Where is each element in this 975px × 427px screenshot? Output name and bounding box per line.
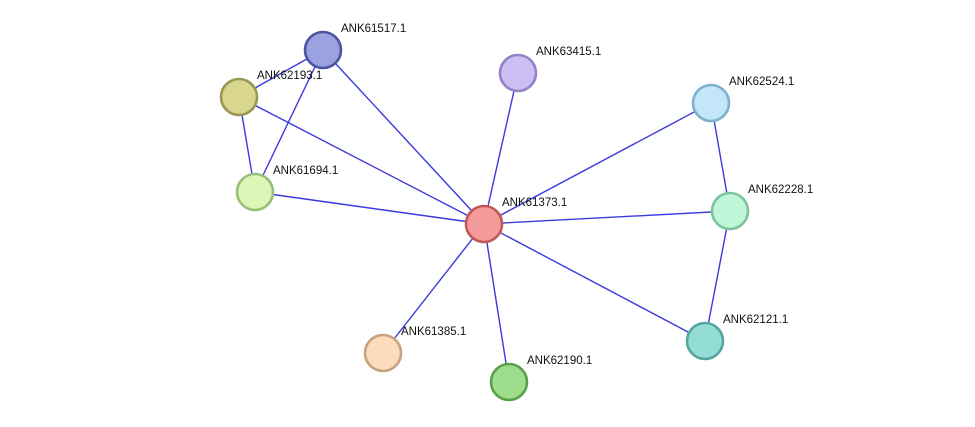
edge-ank61373-1-ank62228-1 (483, 210, 731, 225)
edge-ank62228-1-ank62121-1 (704, 210, 731, 342)
edge-ank61373-1-ank62524-1 (483, 102, 712, 225)
edge-ank61373-1-ank61694-1 (254, 191, 485, 225)
node-label-ank61385-1: ANK61385.1 (401, 326, 466, 338)
node-ank62121-1[interactable]: ANK62121.1 (685, 314, 788, 361)
node-label-ank63415-1: ANK63415.1 (536, 46, 601, 58)
node-circle-ank61694-1[interactable] (235, 172, 275, 212)
node-circle-ank61517-1[interactable] (303, 30, 343, 70)
node-ank61694-1[interactable]: ANK61694.1 (235, 165, 338, 212)
edge-ank61373-1-ank61385-1 (382, 223, 485, 354)
node-ank61385-1[interactable]: ANK61385.1 (363, 326, 466, 373)
node-label-ank62193-1: ANK62193.1 (257, 70, 322, 82)
node-ank62193-1[interactable]: ANK62193.1 (219, 70, 322, 117)
edge-ank61517-1-ank61694-1 (254, 49, 324, 193)
node-label-ank62524-1: ANK62524.1 (729, 76, 794, 88)
node-label-ank62228-1: ANK62228.1 (748, 184, 813, 196)
node-label-ank62190-1: ANK62190.1 (527, 355, 592, 367)
node-circle-ank62121-1[interactable] (685, 321, 725, 361)
node-label-ank61517-1: ANK61517.1 (341, 23, 406, 35)
edge-ank61373-1-ank62190-1 (483, 223, 510, 383)
node-ank61517-1[interactable]: ANK61517.1 (303, 23, 406, 70)
node-ank61373-1[interactable]: ANK61373.1 (464, 197, 567, 244)
node-ank62524-1[interactable]: ANK62524.1 (691, 76, 794, 123)
node-circle-ank62524-1[interactable] (691, 83, 731, 123)
edge-ank61373-1-ank62121-1 (483, 223, 706, 342)
node-layer: ANK61373.1 ANK61517.1ANK62193.1ANK61694.1… (219, 23, 813, 402)
edge-ank61373-1-ank62193-1 (238, 96, 485, 225)
node-circle-ank63415-1[interactable] (498, 53, 538, 93)
node-circle-ank62190-1[interactable] (489, 362, 529, 402)
node-ank62228-1[interactable]: ANK62228.1 (710, 184, 813, 231)
edge-ank61373-1-ank61517-1 (322, 49, 485, 225)
edge-ank61373-1-ank63415-1 (483, 72, 519, 225)
node-circle-ank62228-1[interactable] (710, 191, 750, 231)
node-label-ank61694-1: ANK61694.1 (273, 165, 338, 177)
node-ank62190-1[interactable]: ANK62190.1 (489, 355, 592, 402)
node-circle-ank61373-1[interactable] (464, 204, 504, 244)
node-label-ank62121-1: ANK62121.1 (723, 314, 788, 326)
node-circle-ank61385-1[interactable] (363, 333, 403, 373)
node-circle-ank62193-1[interactable] (219, 77, 259, 117)
node-ank63415-1[interactable]: ANK63415.1 (498, 46, 601, 93)
node-label-ank61373-1: ANK61373.1 (502, 197, 567, 209)
